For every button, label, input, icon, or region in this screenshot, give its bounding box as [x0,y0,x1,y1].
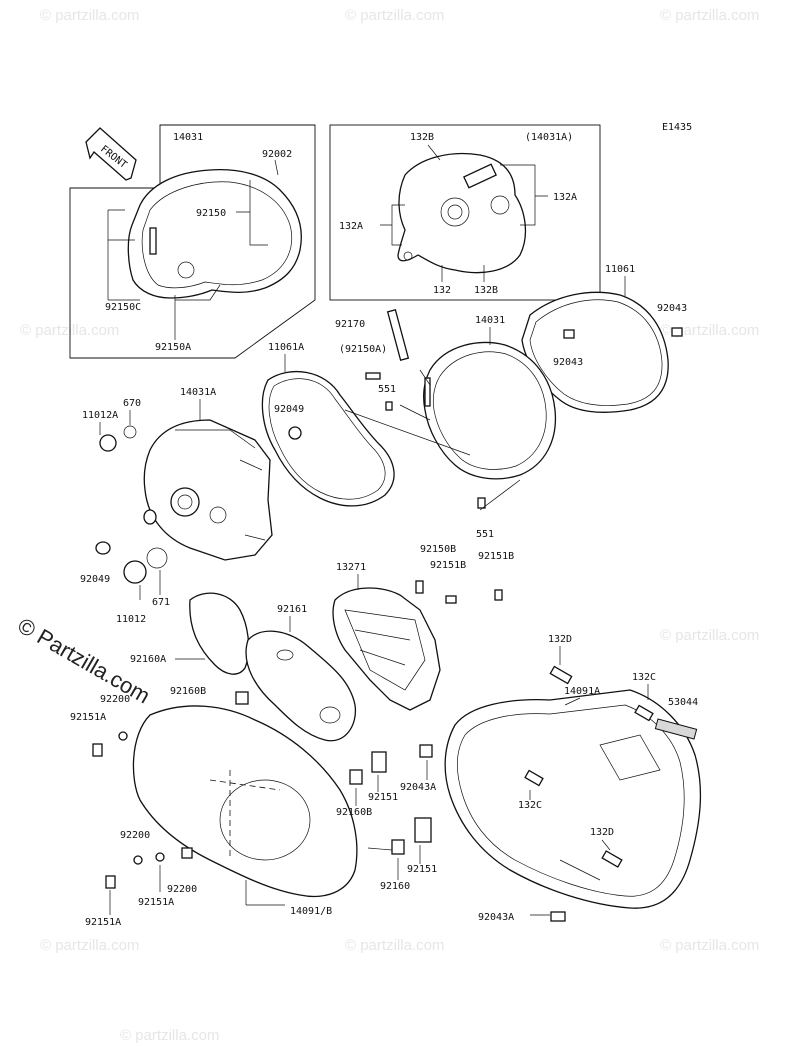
callout-92043a-mid: 92043A [400,782,436,793]
gasket-11061a [261,370,395,507]
callout-92160: 92160 [380,881,410,892]
svg-text:© partzilla.com: © partzilla.com [345,937,444,954]
bolt-92150a [365,372,381,380]
svg-text:© partzilla.com: © partzilla.com [120,1027,219,1044]
svg-text:© partzilla.com: © partzilla.com [660,322,759,339]
callout-92043a-bottom: 92043A [478,912,514,923]
callout-132a-right: 132A [553,192,577,203]
cover-14031 [423,341,557,480]
callout-92151a-left: 92151A [70,712,106,723]
callout-14031-inset: 14031 [173,132,203,143]
callout-92150c: 92150C [105,302,141,313]
callout-92150b: 92150B [420,544,456,555]
svg-text:© partzilla.com: © partzilla.com [40,7,139,24]
dowel-92043-right [671,327,683,337]
callout-11061a: 11061A [268,342,304,353]
callout-92043-mid: 92043 [553,357,583,368]
cover-14091a [444,689,702,909]
callout-11061-right: 11061 [605,264,635,275]
callout-132b-bottom: 132B [474,285,498,296]
callout-11012: 11012 [116,614,146,625]
oring-671 [146,547,168,569]
callout-92002: 92002 [262,149,292,160]
callout-92170: 92170 [335,319,365,330]
callout-92151a-mid: 92151A [138,897,174,908]
pad-92161 [245,630,357,742]
plate-13271 [332,587,441,711]
callout-53044: 53044 [668,697,698,708]
svg-text:© partzilla.com: © partzilla.com [660,937,759,954]
callout-92200-low: 92200 [167,884,197,895]
svg-text:© partzilla.com: © partzilla.com [660,7,759,24]
callout-92151b-a: 92151B [430,560,466,571]
diagram-code: E1435 [662,122,692,133]
callout-92049-left: 92049 [80,574,110,585]
callout-132a-left: 132A [339,221,363,232]
cover-14091b [132,705,358,898]
housing-14031a [143,419,273,561]
callout-92151-low: 92151 [407,864,437,875]
callout-551-bottom: 551 [476,529,494,540]
callout-132c-top: 132C [632,672,656,683]
pad-92160a [189,592,250,675]
front-arrow-icon: FRONT [85,127,137,181]
svg-text:© partzilla.com: © partzilla.com [345,7,444,24]
callout-132: 132 [433,285,451,296]
bracket-92170 [386,309,410,361]
cover-14031-inset [127,169,302,299]
strip-53044 [654,718,698,740]
oring-670 [123,425,137,439]
callout-92151a-bottom: 92151A [85,917,121,928]
plug-11012 [123,560,147,584]
inset-left-box: FRONT [69,124,316,359]
callout-14091b: 14091/B [290,906,332,917]
inset-right-box [329,124,601,301]
callout-92160b-top: 92160B [170,686,206,697]
dowel-92043-mid [563,329,575,339]
callout-132d-top: 132D [548,634,572,645]
svg-text:© partzilla.com: © partzilla.com [40,937,139,954]
callout-671: 671 [152,597,170,608]
seal-92049-left [95,541,111,555]
callout-11012a: 11012A [82,410,118,421]
callout-132c-mid: 132C [518,800,542,811]
callout-670: 670 [123,398,141,409]
callout-132d-bottom: 132D [590,827,614,838]
callout-13271: 13271 [336,562,366,573]
callout-92049-top: 92049 [274,404,304,415]
callout-92150: 92150 [196,208,226,219]
callout-92043-right: 92043 [657,303,687,314]
callout-92160b-mid: 92160B [336,807,372,818]
svg-text:© partzilla.com: © partzilla.com [660,627,759,644]
plug-11012a [99,434,117,452]
callout-92151b-b: 92151B [478,551,514,562]
callout-92150a-paren: (92150A) [339,344,387,355]
callout-14031a: 14031A [180,387,216,398]
callout-92161: 92161 [277,604,307,615]
callout-14031a-box: (14031A) [525,132,573,143]
callout-92200-mid: 92200 [120,830,150,841]
callout-14091a: 14091A [564,686,600,697]
callout-92151-mid: 92151 [368,792,398,803]
callout-92160a: 92160A [130,654,166,665]
callout-92200-top: 92200 [100,694,130,705]
callout-92150a: 92150A [155,342,191,353]
callout-132b-top: 132B [410,132,434,143]
callout-551-top: 551 [378,384,396,395]
callout-14031: 14031 [475,315,505,326]
